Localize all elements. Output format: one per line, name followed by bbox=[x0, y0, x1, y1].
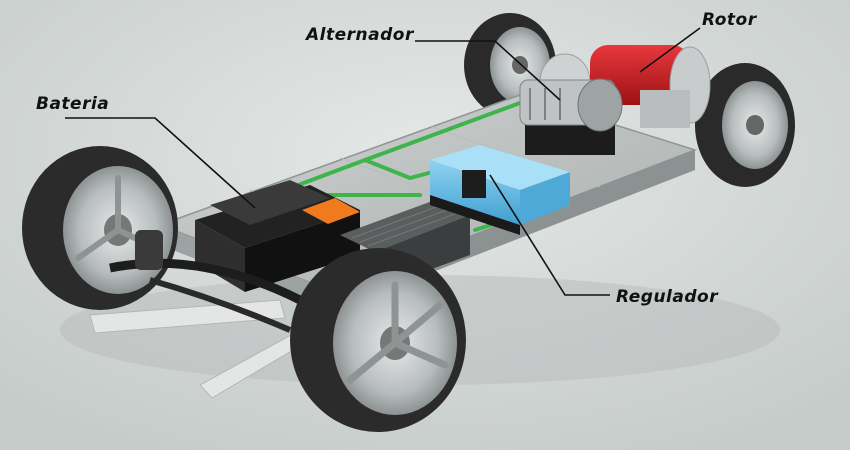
rotor-leader bbox=[639, 27, 701, 73]
regulador-leader bbox=[489, 174, 610, 296]
label-rotor: Rotor bbox=[702, 10, 757, 30]
regulator-unit bbox=[430, 145, 570, 235]
bateria-leader bbox=[65, 117, 256, 209]
alternador-leader bbox=[415, 40, 561, 101]
label-alternador: Alternador bbox=[306, 25, 414, 45]
wheel-front-left bbox=[22, 146, 178, 310]
label-bateria: Bateria bbox=[36, 94, 110, 114]
battery-connector bbox=[302, 198, 360, 224]
alternator-unit bbox=[519, 78, 623, 155]
wheel-rear-right bbox=[695, 63, 795, 187]
front-suspension bbox=[109, 230, 303, 333]
leader-lines bbox=[65, 27, 701, 296]
label-regulador: Regulador bbox=[616, 287, 719, 307]
wheel-front-right bbox=[290, 248, 466, 432]
